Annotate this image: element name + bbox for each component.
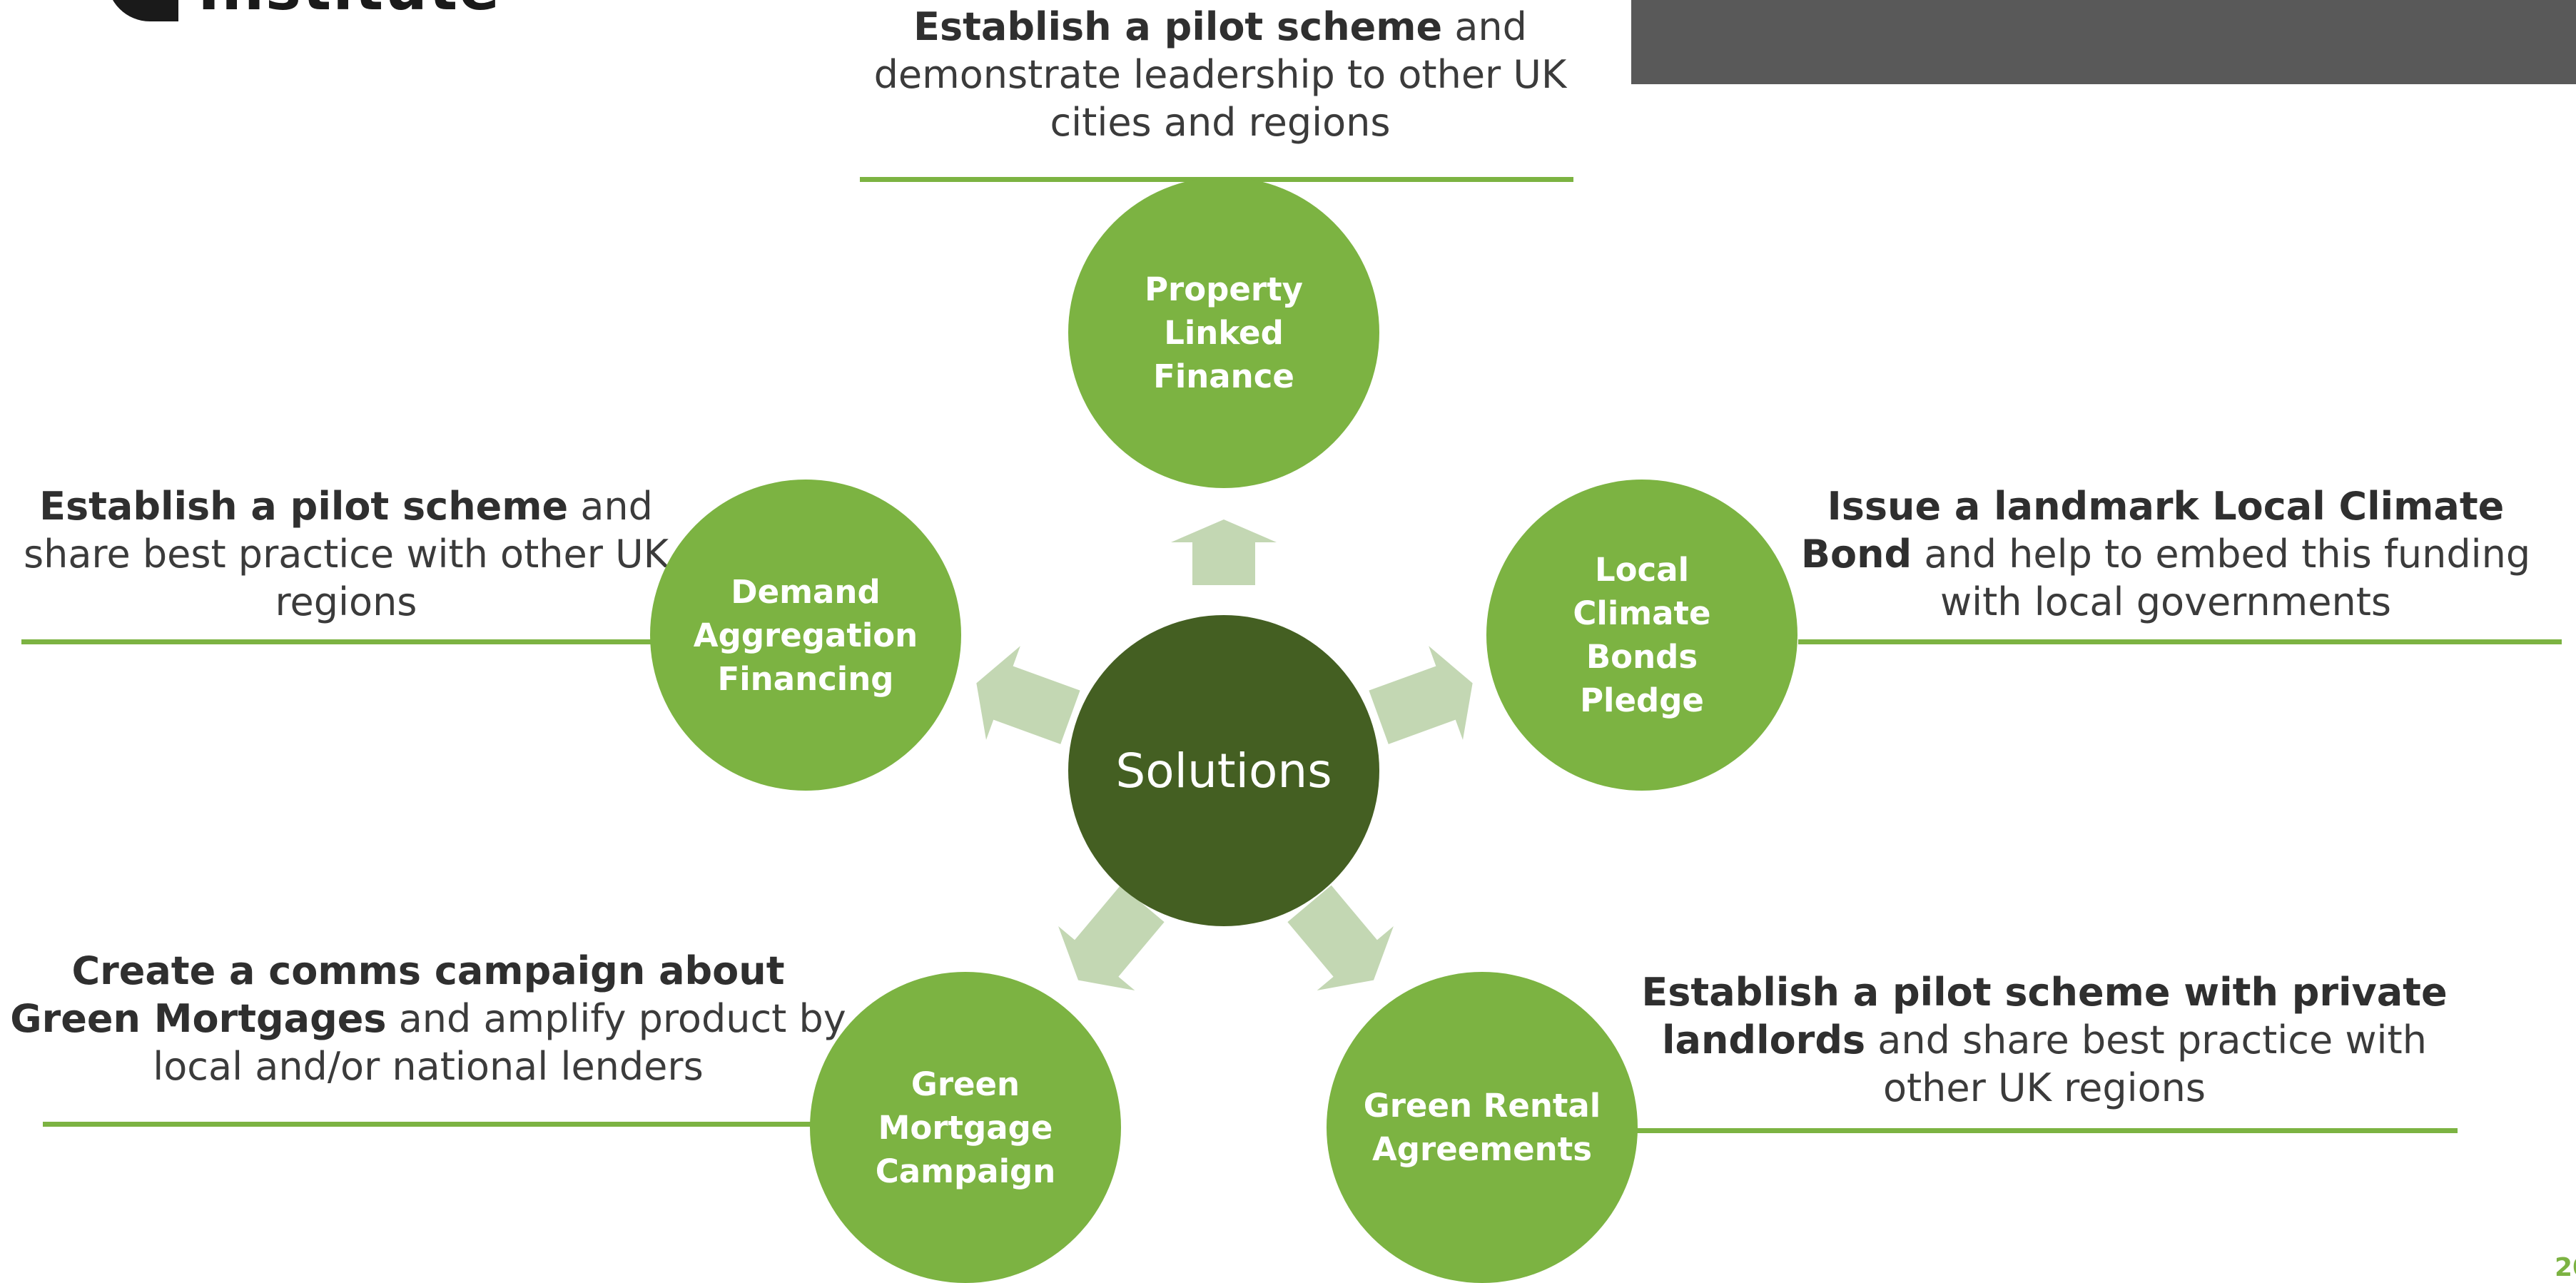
- header-bar: [1631, 0, 2576, 84]
- node-label: Green Rental Agreements: [1363, 1087, 1601, 1168]
- annotation-top-text: and demonstrate leadership to other UK c…: [873, 4, 1567, 145]
- arrow-upper-right-icon: [1369, 646, 1473, 744]
- node-label: Local Climate Bonds Pledge: [1573, 551, 1711, 719]
- annotation-bottom-left: Create a comms campaign about Green Mort…: [7, 947, 849, 1090]
- node-label: Green Mortgage Campaign: [875, 1065, 1056, 1190]
- annotation-left: Establish a pilot scheme and share best …: [7, 482, 685, 626]
- node-green-mortgage-campaign: Green Mortgage Campaign: [810, 972, 1121, 1283]
- annotation-bottom-left-text: and amplify product by local and/or nati…: [153, 996, 846, 1089]
- node-label: Property Linked Finance: [1145, 270, 1303, 395]
- annotation-bottom-left-bold: Create a comms campaign about Green Mort…: [10, 948, 785, 1041]
- node-demand-aggregation-financing: Demand Aggregation Financing: [650, 480, 961, 791]
- annotation-right: Issue a landmark Local Climate Bond and …: [1777, 482, 2555, 626]
- page-number: 20: [2555, 1253, 2576, 1282]
- arrow-upper-left-icon: [976, 646, 1080, 744]
- node-local-climate-bonds-pledge: Local Climate Bonds Pledge: [1486, 480, 1797, 791]
- node-label: Demand Aggregation Financing: [693, 572, 918, 698]
- arrow-up-icon: [1171, 519, 1277, 585]
- annotation-bottom-right-text: and share best practice with other UK re…: [1865, 1018, 2427, 1110]
- logo-text: Institute: [198, 0, 501, 19]
- annotation-left-text: and share best practice with other UK re…: [23, 484, 669, 624]
- rule-bottom-right: [1634, 1128, 2458, 1133]
- center-solutions: Solutions: [1068, 615, 1379, 926]
- rule-right: [1798, 639, 2562, 644]
- rule-left: [21, 639, 656, 644]
- annotation-bottom-right-bold: Establish a pilot scheme with private la…: [1641, 970, 2448, 1063]
- arrow-lower-right-icon: [1287, 885, 1394, 990]
- annotation-left-bold: Establish a pilot scheme: [39, 484, 569, 529]
- annotation-bottom-right: Establish a pilot scheme with private la…: [1641, 968, 2448, 1112]
- annotation-top: Establish a pilot scheme and demonstrate…: [849, 3, 1591, 146]
- annotation-right-text: and help to embed this funding with loca…: [1912, 532, 2531, 624]
- annotation-top-bold: Establish a pilot scheme: [913, 4, 1443, 49]
- node-green-rental-agreements: Green Rental Agreements: [1327, 972, 1638, 1283]
- annotation-right-bold: Issue a landmark Local Climate Bond: [1800, 484, 2505, 577]
- rule-bottom-left: [43, 1122, 813, 1127]
- node-property-linked-finance: Property Linked Finance: [1068, 177, 1379, 488]
- arrow-lower-left-icon: [1058, 885, 1165, 990]
- center-label: Solutions: [1115, 743, 1332, 798]
